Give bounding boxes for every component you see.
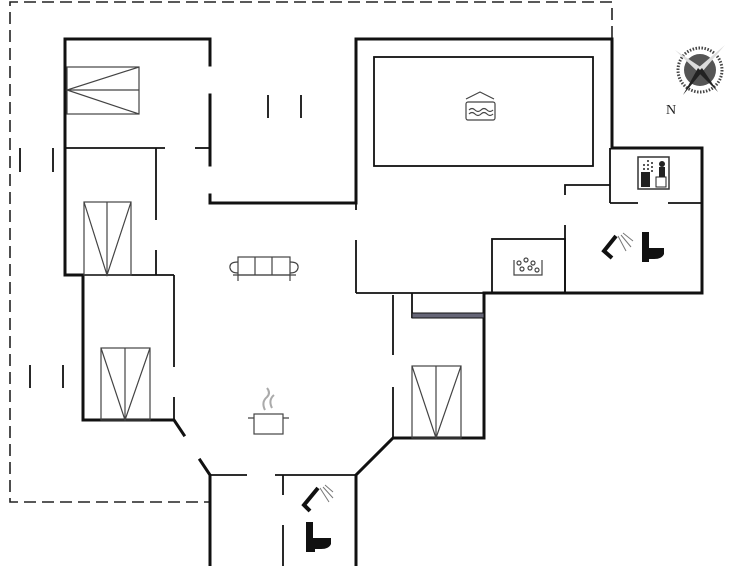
toilet-icon [642,232,664,262]
pool-icon [465,91,496,121]
bed-icon [411,365,462,440]
sauna-icon [637,156,670,190]
compass-rose-icon [675,45,725,95]
hot-tub-icon [513,257,543,276]
compass-north-label: N [666,103,677,118]
interior-walls [19,95,702,566]
sofa-icon [229,256,299,281]
exterior-walls [63,37,704,566]
bed-icon [83,201,132,277]
bed-icon [65,66,140,115]
property-boundary [9,1,613,503]
shower-icon [301,484,334,513]
toilet-icon [306,522,331,552]
shower-icon [601,232,634,260]
swimming-pool [373,56,594,167]
cooking-pot-icon [248,387,289,435]
bed-icon [100,347,151,422]
